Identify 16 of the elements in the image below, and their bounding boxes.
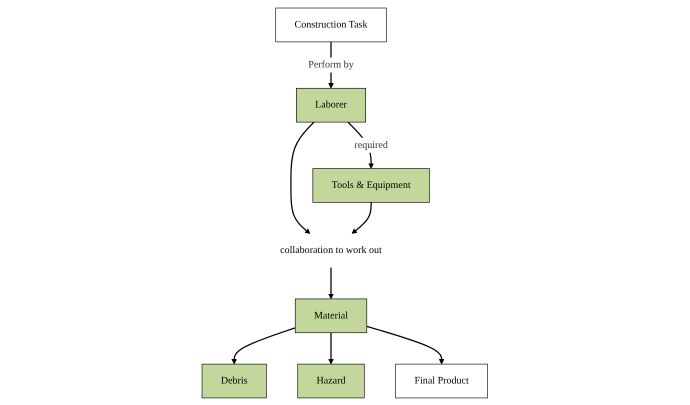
node-text: collaboration to work out xyxy=(280,244,382,256)
node-box: Laborer xyxy=(296,87,366,122)
node-box: Hazard xyxy=(298,363,365,398)
arrow xyxy=(290,121,315,234)
arrow xyxy=(232,326,296,364)
arrow xyxy=(328,332,334,364)
arrow xyxy=(352,202,372,234)
edge-label: required xyxy=(354,139,388,150)
node-box: Material xyxy=(295,298,368,333)
arrow xyxy=(328,267,334,299)
node-box: Tools & Equipment xyxy=(312,168,430,202)
edge-label: Perform by xyxy=(308,58,354,70)
arrow xyxy=(366,325,445,364)
node-box: Debris xyxy=(202,363,267,398)
node-box: Final Product xyxy=(396,363,488,398)
node-box: Construction Task xyxy=(276,7,387,42)
